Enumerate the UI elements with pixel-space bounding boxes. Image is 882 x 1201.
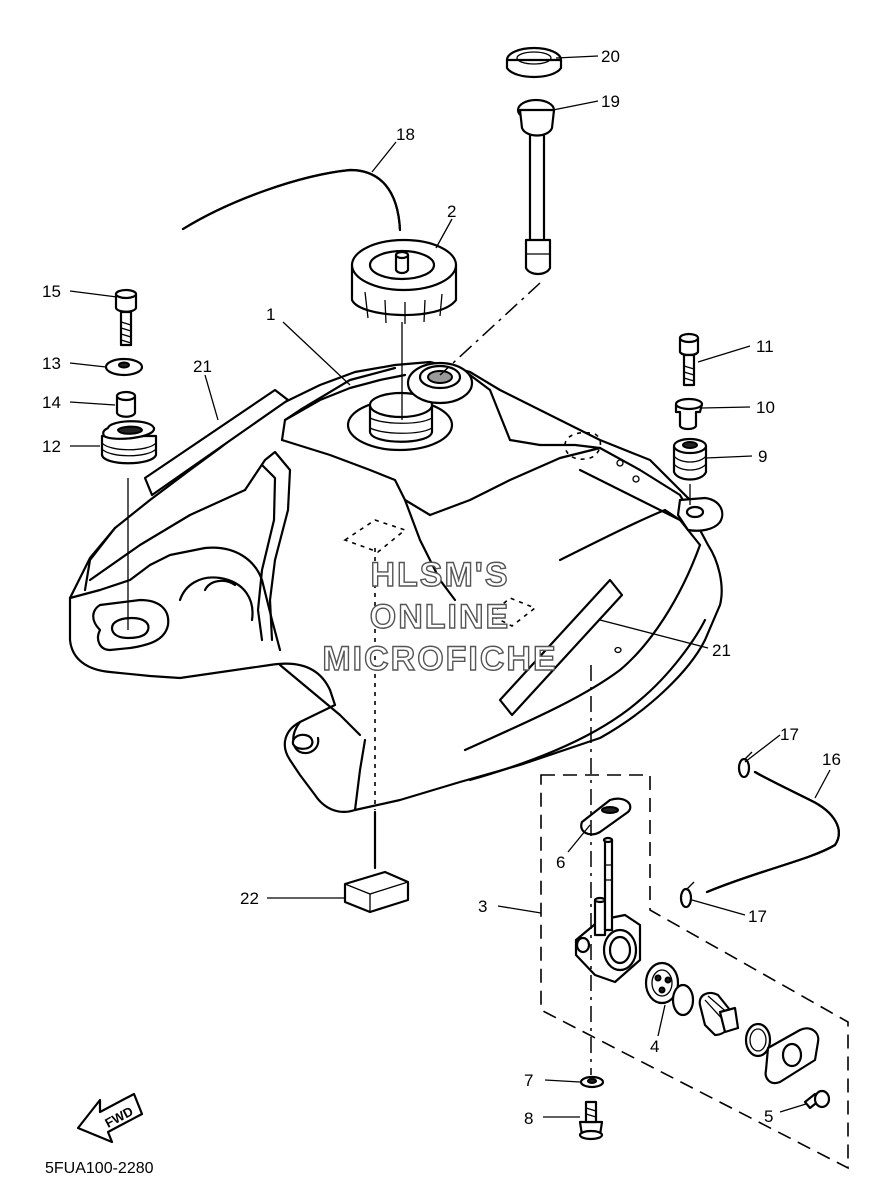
callout-17-bottom: 17 — [748, 907, 767, 926]
callout-9: 9 — [758, 447, 767, 466]
fuel-sender-unit — [516, 98, 556, 276]
bolt-15 — [114, 288, 138, 347]
callout-12: 12 — [42, 437, 61, 456]
callout-14: 14 — [42, 393, 61, 412]
watermark-line-1: HLSM'S — [370, 556, 509, 594]
drain-bolt-8 — [578, 1100, 604, 1141]
callout-8: 8 — [524, 1109, 533, 1128]
callout-19: 19 — [601, 92, 620, 111]
hose-clamp-17-bottom — [679, 881, 695, 909]
callout-21-left: 21 — [193, 357, 212, 376]
callout-21-right: 21 — [712, 641, 731, 660]
collar-10 — [674, 397, 704, 431]
callout-16: 16 — [822, 750, 841, 769]
fuel-cock — [574, 836, 642, 984]
callout-20: 20 — [601, 47, 620, 66]
watermark-line-2: ONLINE — [370, 598, 510, 636]
collar-14 — [115, 390, 137, 418]
drawing-code: 5FUA100-2280 — [45, 1160, 154, 1177]
callout-17-top: 17 — [780, 725, 799, 744]
fuel-cap — [350, 238, 458, 324]
oring-4 — [644, 961, 695, 1017]
lever-valve — [698, 991, 772, 1058]
screen-filter-6 — [580, 797, 632, 836]
screw-5 — [803, 1089, 831, 1110]
fuel-cock-assembly-outline — [540, 774, 849, 1170]
washer-7 — [579, 1075, 605, 1089]
fuel-tank — [68, 360, 724, 813]
damper-12 — [100, 420, 158, 465]
callout-13: 13 — [42, 354, 61, 373]
callout-7: 7 — [524, 1071, 533, 1090]
callout-2: 2 — [447, 202, 456, 221]
sender-cap — [505, 46, 563, 78]
callout-10: 10 — [756, 398, 775, 417]
callout-11: 11 — [756, 337, 774, 356]
callout-22: 22 — [240, 889, 259, 908]
callout-3: 3 — [478, 897, 487, 916]
callout-1: 1 — [266, 305, 275, 324]
vent-hose — [181, 168, 402, 232]
forward-arrow-icon: FWD — [76, 1092, 144, 1144]
gasket-plate — [764, 1027, 820, 1085]
watermark-line-3: MICROFICHE — [322, 640, 557, 678]
callout-15: 15 — [42, 282, 61, 301]
label-22 — [343, 548, 410, 914]
callout-4: 4 — [650, 1037, 659, 1056]
callout-6: 6 — [556, 853, 565, 872]
washer-13 — [104, 357, 144, 377]
damper-9 — [672, 437, 708, 481]
hose-clamp-17-top — [737, 751, 753, 779]
watermark: HLSM'S ONLINE MICROFICHE — [322, 555, 557, 678]
callout-18: 18 — [396, 125, 415, 144]
bolt-11 — [678, 332, 700, 387]
callout-5: 5 — [764, 1107, 773, 1126]
